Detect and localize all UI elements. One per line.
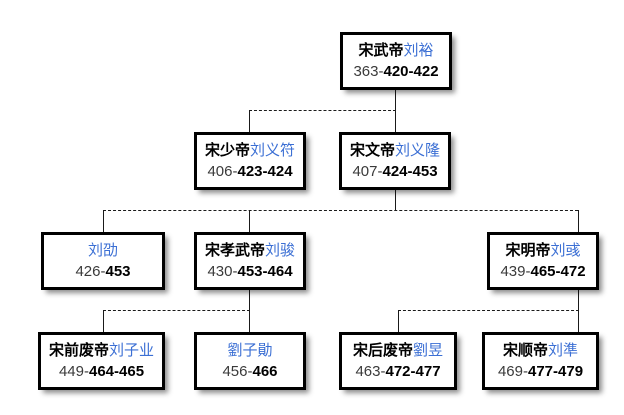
- node-liuzixun-years: 456-466: [222, 362, 277, 381]
- node-qianfeidi-years: 449-464-465: [59, 362, 144, 381]
- node-xiaowudi-given: 刘骏: [265, 242, 296, 259]
- node-wendi-born: 407-: [352, 163, 383, 180]
- node-wendi[interactable]: 宋文帝刘义隆 407-424-453: [339, 132, 451, 190]
- node-houfeidi-name: 宋后废帝劉昱: [353, 341, 443, 360]
- connector-liuzixun-up: [249, 310, 250, 332]
- node-houfeidi[interactable]: 宋后废帝劉昱 463-472-477: [339, 332, 457, 390]
- connector-gen2-bus: [103, 210, 578, 211]
- node-qianfeidi-reign: 464-465: [88, 363, 145, 380]
- connector-shaodi-up: [249, 110, 250, 132]
- connector-wendi-down: [395, 190, 396, 210]
- connector-mingdi-down: [578, 290, 579, 310]
- node-xiaowudi-years: 430-453-464: [207, 262, 292, 281]
- node-wudi-reign: 420-422: [383, 63, 439, 80]
- node-liushao-years: 426-453: [75, 262, 130, 281]
- connector-gen3-right-bus: [398, 310, 579, 311]
- node-qianfeidi[interactable]: 宋前废帝刘子业 449-464-465: [38, 332, 165, 390]
- node-xiaowudi-surname: 宋孝武帝: [204, 242, 265, 259]
- node-wudi-name: 宋武帝刘裕: [358, 41, 433, 60]
- node-mingdi[interactable]: 宋明帝刘彧 439-465-472: [487, 232, 599, 290]
- node-shaodi-name: 宋少帝刘义符: [205, 141, 295, 160]
- node-mingdi-born: 439-: [500, 263, 531, 280]
- connector-houfeidi-up: [398, 310, 399, 332]
- node-mingdi-given: 刘彧: [550, 242, 581, 259]
- connector-wudi-down: [395, 90, 396, 110]
- node-houfeidi-reign: 472-477: [385, 363, 441, 380]
- node-wudi[interactable]: 宋武帝刘裕 363-420-422: [340, 32, 452, 90]
- connector-qianfeidi-up: [103, 310, 104, 332]
- node-liushao-reign: 453: [105, 263, 131, 280]
- node-liushao[interactable]: 刘劭 426-453: [41, 232, 165, 290]
- node-qianfeidi-surname: 宋前废帝: [48, 342, 109, 359]
- node-liuzixun-name: 劉子勛: [227, 341, 272, 360]
- node-xiaowudi-born: 430-: [207, 263, 238, 280]
- connector-xiaowudi-up: [249, 210, 250, 232]
- node-liuzixun-born: 456-: [222, 363, 253, 380]
- connector-wendi-up: [395, 110, 396, 132]
- node-liushao-name: 刘劭: [88, 241, 118, 260]
- node-liuzixun-reign: 466: [252, 363, 278, 380]
- node-qianfeidi-name: 宋前废帝刘子业: [49, 341, 154, 360]
- node-wendi-surname: 宋文帝: [349, 142, 395, 159]
- node-shundi-surname: 宋顺帝: [502, 342, 548, 359]
- node-xiaowudi[interactable]: 宋孝武帝刘骏 430-453-464: [194, 232, 306, 290]
- node-liuzixun-given: 劉子勛: [227, 342, 273, 359]
- node-xiaowudi-reign: 453-464: [237, 263, 293, 280]
- node-houfeidi-born: 463-: [355, 363, 386, 380]
- node-shaodi-surname: 宋少帝: [204, 142, 250, 159]
- node-qianfeidi-given: 刘子业: [109, 342, 155, 359]
- node-houfeidi-surname: 宋后废帝: [352, 342, 413, 359]
- node-wendi-years: 407-424-453: [352, 162, 437, 181]
- node-shundi-name: 宋顺帝刘準: [503, 341, 578, 360]
- node-liushao-born: 426-: [75, 263, 106, 280]
- connector-xiaowudi-down: [249, 290, 250, 310]
- node-wudi-surname: 宋武帝: [358, 42, 404, 59]
- node-mingdi-name: 宋明帝刘彧: [505, 241, 580, 260]
- node-mingdi-reign: 465-472: [530, 263, 586, 280]
- node-shundi-reign: 477-479: [527, 363, 584, 380]
- node-houfeidi-given: 劉昱: [413, 342, 444, 359]
- node-shundi-given: 刘準: [548, 342, 579, 359]
- node-shundi[interactable]: 宋顺帝刘準 469-477-479: [482, 332, 599, 390]
- node-wendi-reign: 424-453: [382, 163, 438, 180]
- connector-gen3-left-bus: [103, 310, 250, 311]
- node-shaodi-years: 406-423-424: [207, 162, 292, 181]
- node-wudi-born: 363-: [353, 63, 384, 80]
- node-shaodi[interactable]: 宋少帝刘义符 406-423-424: [194, 132, 306, 190]
- node-shundi-years: 469-477-479: [498, 362, 583, 381]
- node-shaodi-born: 406-: [207, 163, 238, 180]
- connector-mingdi-up: [578, 210, 579, 232]
- node-xiaowudi-name: 宋孝武帝刘骏: [205, 241, 295, 260]
- node-wudi-given: 刘裕: [403, 42, 434, 59]
- node-shaodi-given: 刘义符: [250, 142, 296, 159]
- node-wendi-name: 宋文帝刘义隆: [350, 141, 440, 160]
- node-shaodi-reign: 423-424: [237, 163, 293, 180]
- node-qianfeidi-born: 449-: [58, 363, 89, 380]
- connector-gen1-bus: [249, 110, 396, 111]
- node-mingdi-surname: 宋明帝: [505, 242, 551, 259]
- node-shundi-born: 469-: [497, 363, 528, 380]
- node-mingdi-years: 439-465-472: [500, 262, 585, 281]
- node-liuzixun[interactable]: 劉子勛 456-466: [194, 332, 306, 390]
- node-wendi-given: 刘义隆: [395, 142, 441, 159]
- node-wudi-years: 363-420-422: [353, 62, 438, 81]
- connector-liushao-up: [103, 210, 104, 232]
- node-liushao-given: 刘劭: [87, 242, 118, 259]
- node-houfeidi-years: 463-472-477: [355, 362, 440, 381]
- connector-shundi-up: [578, 310, 579, 332]
